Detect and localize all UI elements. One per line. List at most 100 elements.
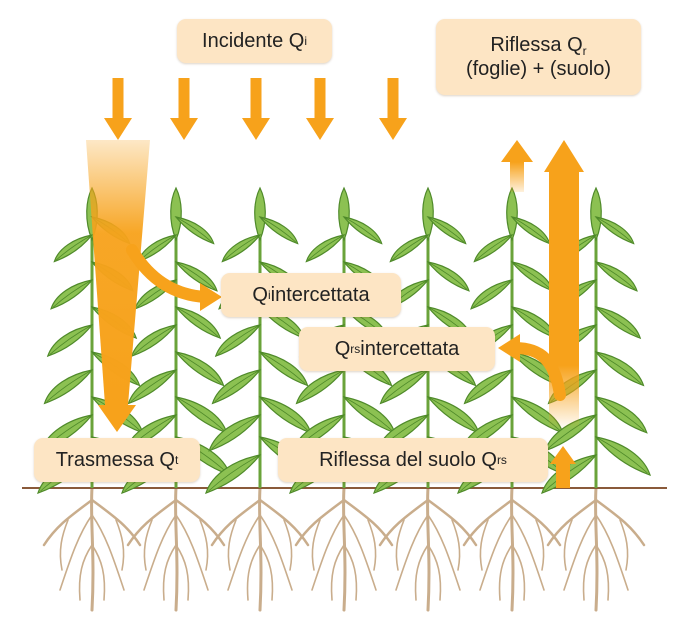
leaf-blade [205, 454, 262, 495]
transmitted-arrow-head [98, 405, 136, 432]
leaf-vein [382, 369, 429, 402]
leaf-vein [475, 234, 513, 261]
roots-layer [42, 486, 646, 612]
root-icon [462, 486, 562, 612]
root-branch [115, 519, 125, 571]
root-branch [259, 514, 293, 591]
root-branch [91, 544, 106, 601]
leaf-vein [52, 279, 93, 308]
root-branch [563, 519, 573, 571]
leaf [594, 436, 651, 477]
leaf-blade [594, 306, 642, 340]
root-branch [162, 544, 177, 601]
root-branch [311, 514, 345, 591]
root-branch [126, 498, 178, 547]
root-branch [510, 486, 515, 612]
root-branch [426, 498, 478, 547]
leaf-vein [466, 369, 513, 402]
leaf-vein [343, 216, 381, 243]
transmitted-beam [86, 140, 150, 405]
leaf-vein [595, 351, 642, 384]
leaf [594, 396, 648, 434]
root-branch [330, 544, 345, 601]
leaf-vein [307, 234, 345, 261]
intercepted-text: intercettata [270, 284, 370, 306]
leaf-vein [595, 436, 648, 474]
leaf-vein [343, 396, 393, 432]
root-branch [427, 514, 461, 591]
root-branch [78, 544, 93, 601]
leaf [211, 369, 262, 405]
root-branch [143, 514, 177, 591]
root-branch [510, 498, 562, 547]
leaf [473, 234, 514, 263]
leaf [426, 261, 470, 292]
leaf-blade [46, 324, 94, 358]
leaf-bud [506, 186, 518, 242]
root-branch [258, 486, 263, 612]
root-branch [595, 514, 629, 591]
leaf-vein [133, 324, 177, 355]
root-branch [427, 544, 442, 601]
leaf-blade [53, 234, 94, 263]
root-branch [42, 498, 94, 547]
root-branch [311, 519, 321, 571]
root-branch [59, 519, 69, 571]
arrow-down-icon [170, 78, 198, 140]
root-branch [511, 514, 545, 591]
leaf-blade [473, 234, 514, 263]
arrow-down-icon [306, 78, 334, 140]
root-branch [343, 544, 358, 601]
leaf-vein [223, 234, 261, 261]
intercepted-prefix: Q [252, 284, 268, 306]
root-branch [594, 498, 646, 547]
reflected-line2: (foglie) + (suolo) [465, 58, 612, 80]
leaf-bud [254, 186, 266, 242]
leaf [305, 234, 346, 263]
leaf-blade [50, 279, 94, 310]
root-branch [143, 519, 153, 571]
reflected-label: Riflessa Qr (foglie) + (suolo) [436, 19, 641, 95]
leaf-vein [208, 454, 261, 492]
root-branch [619, 519, 629, 571]
root-icon [546, 486, 646, 612]
leaf-blade [43, 369, 94, 405]
leaf-vein [595, 396, 645, 432]
root-branch [175, 514, 209, 591]
root-branch [175, 544, 190, 601]
root-branch [227, 514, 261, 591]
leaf-bud [170, 186, 182, 242]
arrow-head [242, 118, 270, 140]
leaf-vein [49, 324, 93, 355]
root-icon [294, 486, 394, 612]
leaf-vein [214, 369, 261, 402]
intercepted-arrow-head [200, 283, 222, 311]
rs-intercepted-arrow-head [498, 334, 520, 362]
transmitted-text: Trasmessa Q [55, 449, 175, 471]
root-branch [59, 514, 93, 591]
leaf-blade [426, 216, 467, 245]
arrow-head [170, 118, 198, 140]
small-reflected-arrow-head [501, 140, 533, 162]
leaf [214, 324, 262, 358]
intercepted-curve [126, 244, 211, 303]
leaf-vein [298, 369, 345, 402]
leaf-blade [389, 234, 430, 263]
leaf-vein [547, 414, 597, 450]
reflected-text: Riflessa Q [490, 34, 583, 56]
arrow-shaft [250, 78, 262, 120]
leaf [258, 216, 299, 245]
leaf-vein [175, 351, 222, 384]
root-branch [343, 514, 377, 591]
arrow-head [379, 118, 407, 140]
root-icon [126, 486, 226, 612]
leaf-blade [463, 369, 514, 405]
leaf-vein [427, 216, 465, 243]
root-branch [90, 498, 142, 547]
root-branch [426, 486, 431, 612]
leaf [130, 324, 178, 358]
leaf-blade [305, 234, 346, 263]
root-branch [210, 498, 262, 547]
